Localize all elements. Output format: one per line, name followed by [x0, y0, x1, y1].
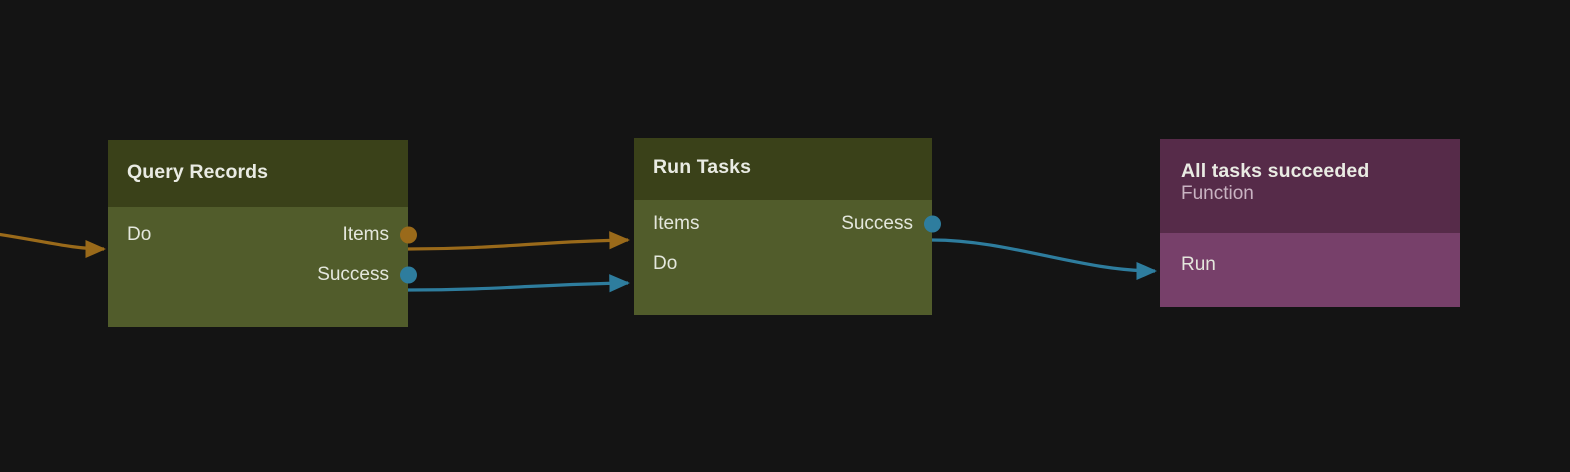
node-body: Do Items Success [108, 207, 417, 327]
edge-incoming-to-query-do [0, 232, 107, 259]
node-title: Query Records [127, 161, 269, 183]
node-header[interactable]: All tasks succeeded Function [1160, 139, 1460, 233]
input-port-label-run[interactable]: Run [1181, 254, 1216, 275]
port-row-do: Do [634, 244, 932, 284]
edge-query-success-to-runtasks-do [407, 274, 631, 293]
node-all-tasks-succeeded[interactable]: All tasks succeeded Function Run [1160, 139, 1460, 307]
port-row-run: Run [1160, 245, 1460, 285]
edge-runtasks-success-to-alltasks-run [931, 238, 1158, 281]
input-port-label-do[interactable]: Do [127, 224, 152, 245]
output-port-label-success[interactable]: Success [841, 213, 913, 234]
node-body: Items Success Do [634, 200, 941, 315]
node-header[interactable]: Query Records [108, 140, 408, 207]
input-port-label-do[interactable]: Do [653, 253, 678, 274]
port-row-success: Success [108, 255, 417, 295]
node-title: Run Tasks [653, 156, 752, 178]
port-row-items-success: Items Success [634, 204, 941, 244]
port-row-do-items: Do Items [108, 215, 417, 255]
input-port-label-items[interactable]: Items [653, 213, 700, 234]
node-run-tasks[interactable]: Run Tasks Items Success Do [634, 138, 941, 315]
node-body: Run [1160, 233, 1460, 307]
output-port-label-success[interactable]: Success [317, 264, 389, 285]
output-port-dot-success[interactable] [923, 215, 941, 233]
output-port-dot-items[interactable] [399, 226, 417, 244]
node-subtitle: Function [1181, 183, 1254, 204]
output-port-label-items[interactable]: Items [342, 224, 389, 245]
node-header[interactable]: Run Tasks [634, 138, 932, 200]
node-query-records[interactable]: Query Records Do Items Success [108, 140, 417, 327]
node-title: All tasks succeeded [1181, 160, 1370, 182]
output-port-dot-success[interactable] [399, 266, 417, 284]
edge-query-items-to-runtasks-items [407, 231, 631, 251]
